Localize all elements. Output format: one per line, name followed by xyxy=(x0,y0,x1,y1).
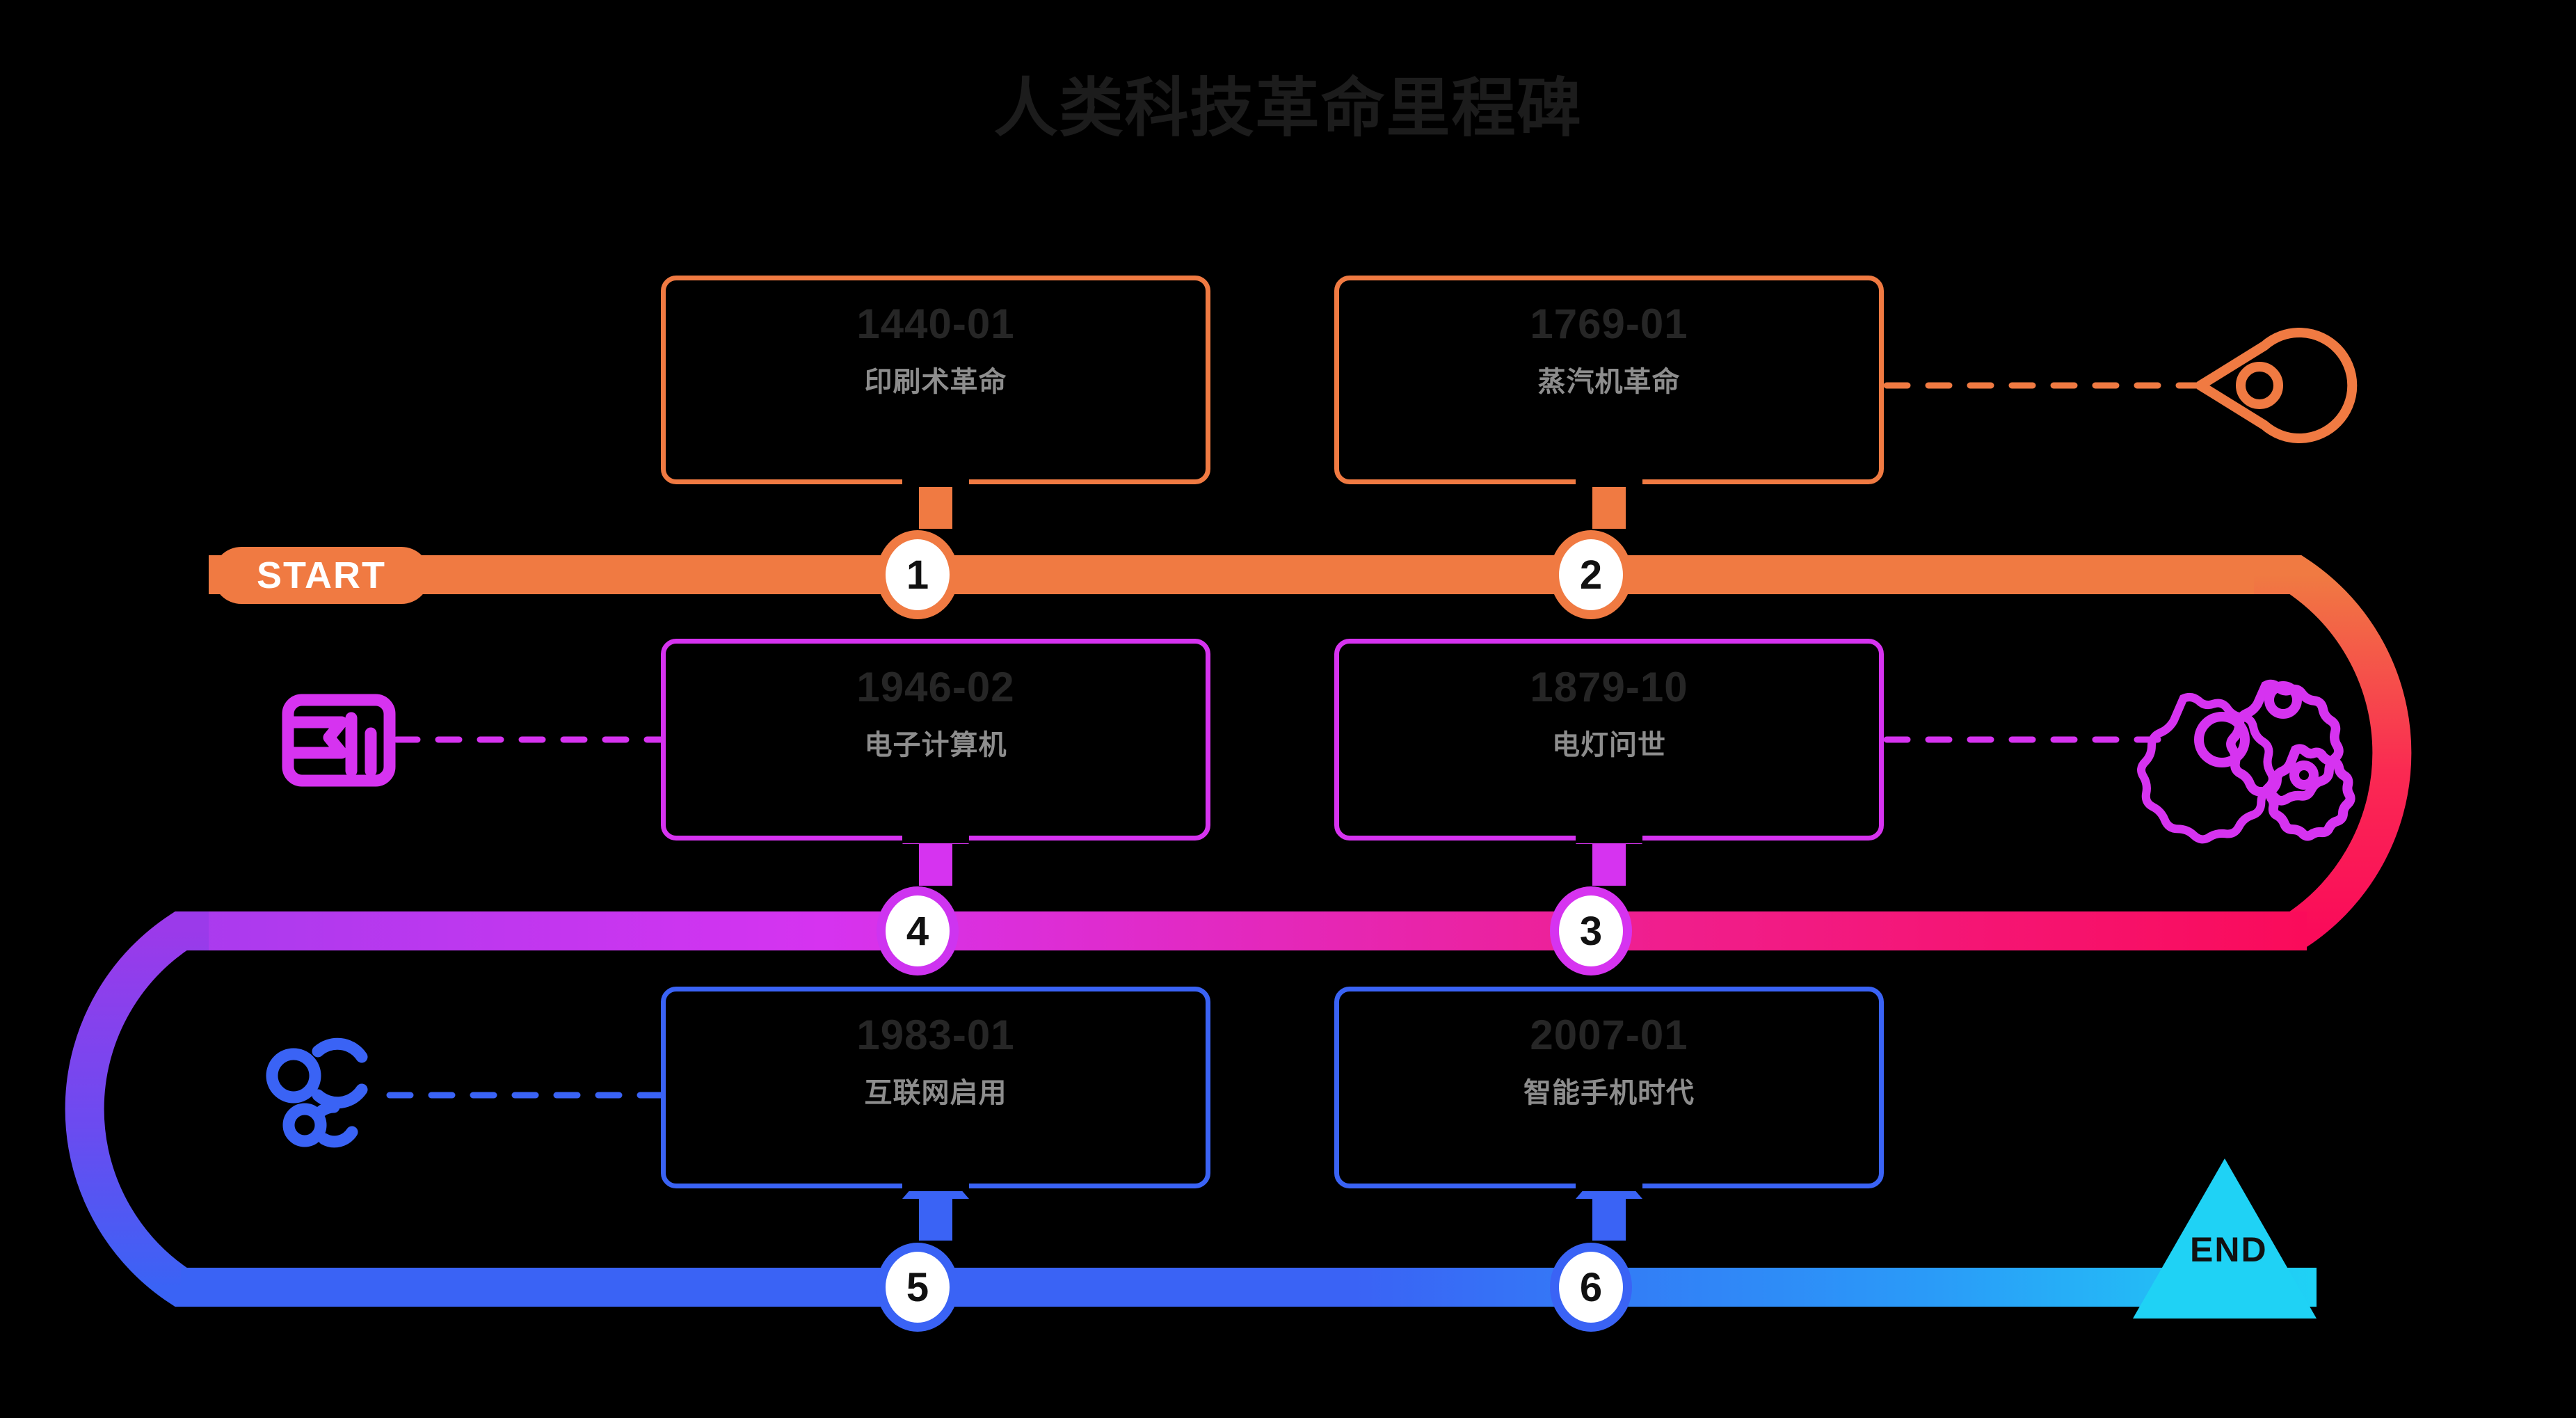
node-number: 5 xyxy=(906,1264,929,1310)
end-badge: END xyxy=(2190,1229,2268,1270)
card-arrow-notch xyxy=(902,1176,969,1191)
milestone-label: 互联网启用 xyxy=(864,1078,1007,1108)
milestone-date: 1946-02 xyxy=(856,664,1015,710)
card-arrow-notch xyxy=(902,472,969,487)
page-title: 人类科技革命里程碑 xyxy=(993,73,1583,144)
milestone-label: 智能手机时代 xyxy=(1523,1078,1695,1108)
node-number: 1 xyxy=(906,552,929,598)
milestone-label: 电灯问世 xyxy=(1552,730,1666,760)
milestone-node-4[interactable]: 4 xyxy=(877,886,959,975)
node-number: 4 xyxy=(906,908,929,954)
track-segment-left-turn xyxy=(65,911,209,1307)
milestone-date: 1879-10 xyxy=(1530,664,1688,710)
track-segment-top xyxy=(209,555,2254,594)
node-number: 2 xyxy=(1579,552,1603,598)
milestone-node-1[interactable]: 1 xyxy=(877,530,959,619)
bar-chart-flag-icon xyxy=(282,694,396,787)
end-label: END xyxy=(2190,1230,2268,1269)
milestone-card-2[interactable]: 1769-01 蒸汽机革命 xyxy=(1334,276,1884,487)
milestone-node-2[interactable]: 2 xyxy=(1550,530,1632,619)
milestone-card-5[interactable]: 1983-01 互联网启用 xyxy=(661,987,1210,1191)
milestone-node-5[interactable]: 5 xyxy=(877,1243,959,1332)
milestone-node-6[interactable]: 6 xyxy=(1550,1243,1632,1332)
start-badge: START xyxy=(213,547,430,604)
track-segment-right-turn xyxy=(2254,555,2412,950)
milestone-label: 电子计算机 xyxy=(864,730,1007,760)
card-arrow-notch xyxy=(1576,828,1642,843)
milestone-label: 蒸汽机革命 xyxy=(1537,367,1681,397)
network-nodes-icon xyxy=(266,1037,368,1148)
milestone-node-3[interactable]: 3 xyxy=(1550,886,1632,975)
node-number: 6 xyxy=(1579,1264,1603,1310)
track-segment-bottom xyxy=(181,1268,2317,1307)
milestone-date: 1440-01 xyxy=(856,301,1015,347)
card-arrow-notch xyxy=(902,828,969,843)
milestone-date: 1769-01 xyxy=(1530,301,1688,347)
start-label: START xyxy=(257,555,386,596)
track-segment-middle xyxy=(188,911,2307,950)
milestone-card-6[interactable]: 2007-01 智能手机时代 xyxy=(1334,987,1884,1191)
milestone-date: 1983-01 xyxy=(856,1012,1015,1058)
card-arrow-notch xyxy=(1576,1176,1642,1191)
milestone-card-1[interactable]: 1440-01 印刷术革命 xyxy=(661,276,1210,487)
milestone-card-4[interactable]: 1946-02 电子计算机 xyxy=(661,639,1210,843)
gears-icon xyxy=(2137,679,2355,844)
card-arrow-notch xyxy=(1576,472,1642,487)
location-pin-icon xyxy=(2195,328,2358,443)
end-marker-triangle xyxy=(2133,1158,2317,1319)
milestone-card-3[interactable]: 1879-10 电灯问世 xyxy=(1334,639,1884,843)
milestone-date: 2007-01 xyxy=(1530,1012,1688,1058)
node-number: 3 xyxy=(1579,908,1603,954)
milestone-label: 印刷术革命 xyxy=(864,367,1007,397)
